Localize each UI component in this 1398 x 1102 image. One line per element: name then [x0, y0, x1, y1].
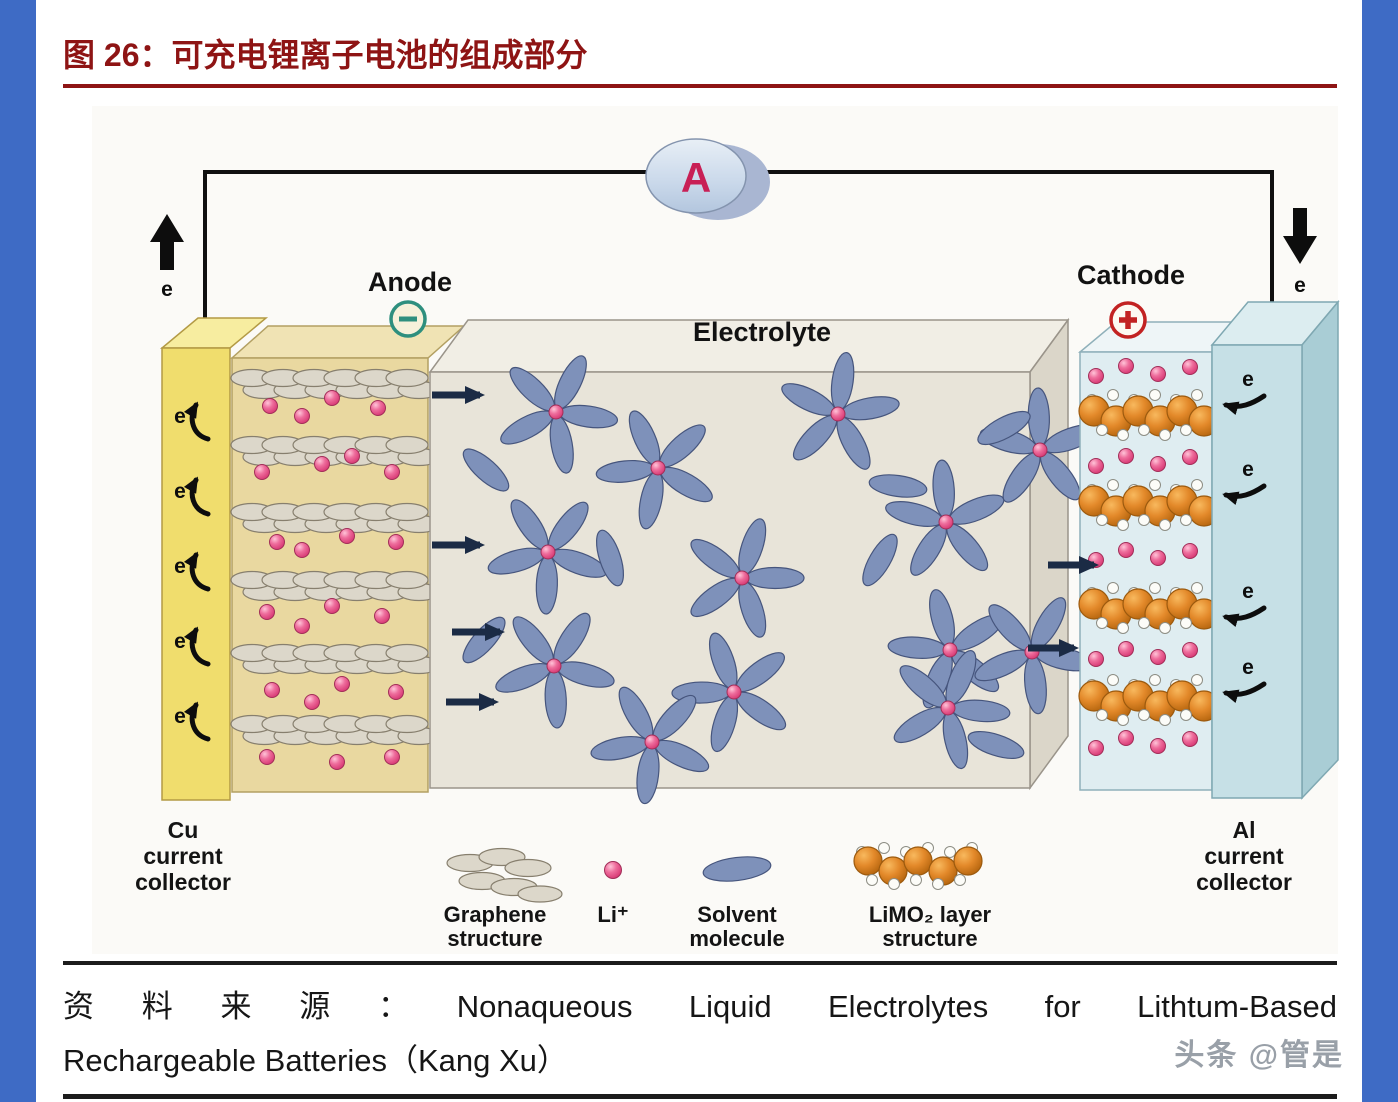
- ammeter: A: [645, 138, 770, 220]
- cu-current-collector-slab: [159, 317, 269, 801]
- svg-text:Cu: Cu: [168, 817, 199, 843]
- electron-up-arrow-icon: [150, 214, 184, 270]
- legend-li-label: Li⁺: [597, 902, 628, 927]
- svg-text:e: e: [174, 555, 186, 578]
- source-line-2: Rechargeable Batteries（Kang Xu）: [63, 1043, 568, 1079]
- left-margin-bar: [0, 0, 36, 1102]
- anode-label: Anode: [368, 267, 452, 297]
- legend-graphene-label: Graphene: [444, 902, 547, 927]
- svg-text:e: e: [1242, 368, 1254, 391]
- svg-text:e: e: [1242, 580, 1254, 603]
- legend-limo2-label: LiMO₂ layer: [869, 902, 992, 927]
- anode-li-ions: [254, 390, 460, 770]
- legend-solvent-label: Solvent: [697, 902, 777, 927]
- positive-terminal-icon: [1109, 301, 1147, 339]
- source-line-1: 资料来源：Nonaqueous Liquid Electrolytes for …: [63, 989, 1337, 1024]
- al-current-collector-slab: [1210, 299, 1340, 800]
- svg-text:e: e: [174, 705, 186, 728]
- ammeter-body: [645, 138, 747, 214]
- bottom-rule: [63, 1094, 1337, 1099]
- svg-text:collector: collector: [135, 869, 231, 895]
- figure-title: 图 26：可充电锂离子电池的组成部分: [63, 37, 588, 73]
- svg-text:collector: collector: [1196, 869, 1292, 895]
- limo2-layers: [1078, 389, 1220, 726]
- graphene-rows: [230, 368, 441, 746]
- legend: Graphene structure Li⁺ Solvent molecule …: [444, 842, 992, 951]
- legend-graphene-label2: structure: [447, 926, 542, 951]
- cathode-electron-arrows: e e e e: [1222, 368, 1267, 704]
- svg-text:e: e: [1242, 458, 1254, 481]
- graphene-structure-icon: [446, 847, 563, 903]
- li-ion-icon: [604, 861, 622, 879]
- legend-solvent-label2: molecule: [689, 926, 784, 951]
- source-text: 资料来源：Nonaqueous Liquid Electrolytes for …: [63, 980, 1337, 1089]
- solvent-molecule-icon: [702, 856, 772, 882]
- svg-text:Al: Al: [1233, 817, 1256, 843]
- electrolyte-label: Electrolyte: [693, 317, 831, 347]
- legend-limo2-label2: structure: [882, 926, 977, 951]
- svg-text:e: e: [174, 480, 186, 503]
- limo2-layer-icon: [853, 842, 983, 890]
- title-rule: [63, 84, 1337, 88]
- svg-text:e: e: [174, 405, 186, 428]
- svg-text:current: current: [1204, 843, 1284, 869]
- electron-down-arrow-icon: [1283, 208, 1317, 264]
- ammeter-label: A: [681, 154, 711, 201]
- svg-text:e: e: [174, 630, 186, 653]
- source-rule-top: [63, 961, 1337, 965]
- watermark: 头条 @管是: [1174, 1039, 1344, 1072]
- svg-text:current: current: [143, 843, 223, 869]
- electron-label: e: [161, 278, 173, 301]
- cu-collector-label: Cu current collector: [135, 817, 231, 895]
- negative-terminal-icon: [389, 300, 427, 338]
- al-collector-label: Al current collector: [1196, 817, 1292, 895]
- svg-text:e: e: [1242, 656, 1254, 679]
- cathode-label: Cathode: [1077, 260, 1185, 290]
- electron-flow-left: e: [150, 214, 184, 301]
- right-margin-bar: [1362, 0, 1398, 1102]
- electron-flow-right: e: [1283, 208, 1317, 297]
- cu-electron-arrows: e e e e e: [174, 401, 211, 742]
- electron-label: e: [1294, 274, 1306, 297]
- ion-transfer-arrows: [432, 386, 1099, 711]
- solvent-molecules: [462, 351, 1100, 805]
